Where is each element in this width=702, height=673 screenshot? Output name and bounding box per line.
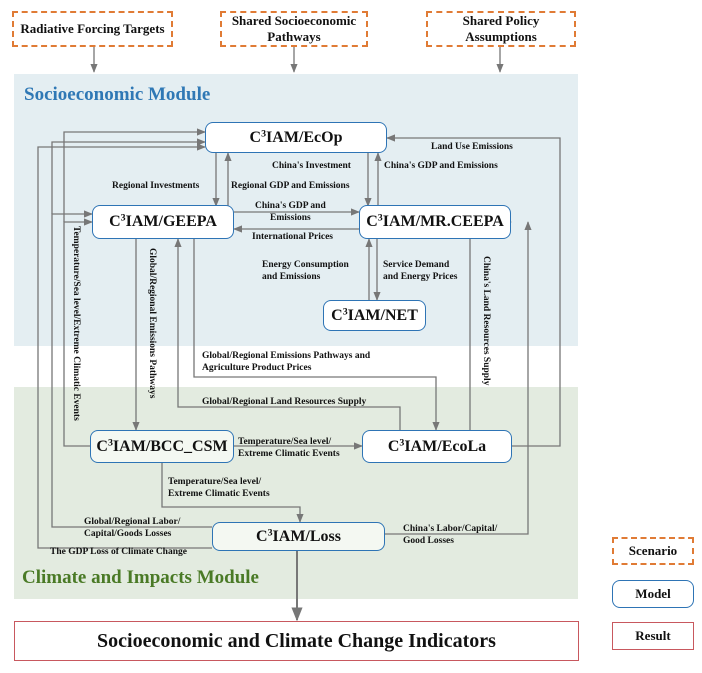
ecop-name: IAM/EcOp: [266, 128, 343, 146]
label-labor-line1: Global/Regional Labor/: [84, 517, 181, 527]
label-service-demand: Service Demand and Energy Prices: [383, 259, 457, 283]
geepa-sup: 3: [120, 212, 126, 224]
label-emissions-agri-line2: Agriculture Product Prices: [202, 363, 312, 373]
socioeconomic-module-title: Socioeconomic Module: [24, 84, 211, 105]
label-energy-consumption: Energy Consumption and Emissions: [262, 259, 349, 283]
policy-label-line1: Shared Policy: [462, 13, 540, 28]
ecola-sup: 3: [399, 437, 405, 449]
arrow-gdp-loss: [37, 143, 212, 549]
radiative-forcing-label: Radiative Forcing Targets: [20, 21, 165, 36]
arrow-land-supply: [174, 238, 401, 430]
arrow-labor-losses-ecop: [51, 138, 206, 214]
label-labor-losses: Global/Regional Labor/ Capital/Goods Los…: [84, 516, 180, 540]
label-china-labor-line2: Good Losses: [403, 536, 454, 546]
result-label: Socioeconomic and Climate Change Indicat…: [97, 629, 496, 652]
radiative-forcing-targets-box: Radiative Forcing Targets: [12, 11, 173, 47]
label-temp-bcc-ecola-line2: Extreme Climatic Events: [238, 449, 340, 459]
label-emissions-vertical: Global/Regional Emissions Pathways: [147, 248, 157, 399]
label-temp-bcc-ecola-line1: Temperature/Sea level/: [238, 437, 332, 447]
indicators-result-box: Socioeconomic and Climate Change Indicat…: [14, 621, 579, 661]
label-emissions-agri-line1: Global/Regional Emissions Pathways and: [202, 351, 371, 361]
mrceepa-sup: 3: [377, 212, 383, 224]
arrow-land-use-emissions: [386, 134, 561, 447]
label-china-gdp-line1: China's GDP and: [255, 201, 326, 211]
ecola-prefix: C: [387, 437, 400, 455]
ecola-model-box: C3IAM/EcoLa: [362, 430, 512, 463]
label-china-investment: China's Investment: [272, 161, 351, 171]
arrow-temp-feedback-ecop: [63, 128, 206, 222]
net-model-box: C3IAM/NET: [323, 300, 426, 331]
label-china-labor: China's Labor/Capital/ Good Losses: [403, 523, 497, 547]
arrow-china-labor: [385, 221, 532, 535]
label-temp-vertical: Temperature/Sea level/Extreme Climatic E…: [71, 226, 81, 421]
mrceepa-name: IAM/MR.CEEPA: [382, 213, 504, 230]
label-labor-line2: Capital/Goods Losses: [84, 529, 172, 539]
loss-model-box: C3IAM/Loss: [212, 522, 385, 551]
label-energy-line2: and Emissions: [262, 272, 321, 282]
legend-result-label: Result: [635, 628, 671, 643]
bcc-csm-model-box: C3IAM/BCC_CSM: [90, 430, 234, 463]
bcc-prefix: C: [96, 437, 108, 455]
label-service-line2: and Energy Prices: [383, 272, 458, 282]
loss-sup: 3: [267, 527, 273, 539]
label-emissions-agri: Global/Regional Emissions Pathways and A…: [202, 350, 370, 374]
ecop-prefix: C: [249, 128, 262, 146]
ssp-label-line2: Pathways: [267, 29, 321, 44]
net-sup: 3: [342, 306, 348, 318]
arrow-labor-losses: [51, 210, 212, 528]
legend-result: Result: [612, 622, 694, 650]
policy-label-line2: Assumptions: [465, 29, 537, 44]
legend-model-label: Model: [635, 586, 671, 601]
net-name: IAM/NET: [347, 306, 418, 324]
label-temp-bcc-loss: Temperature/Sea level/ Extreme Climatic …: [168, 476, 270, 500]
legend-scenario-label: Scenario: [628, 543, 678, 558]
label-land-supply: Global/Regional Land Resources Supply: [202, 397, 367, 407]
ecop-sup: 3: [261, 128, 267, 140]
label-china-gdp-emissions-2: China's GDP and Emissions: [255, 200, 326, 224]
label-energy-line1: Energy Consumption: [262, 260, 349, 270]
label-land-use-emissions: Land Use Emissions: [431, 142, 513, 152]
label-temp-bcc-loss-line1: Temperature/Sea level/: [168, 477, 262, 487]
arrow-temp-bcc-loss: [161, 463, 304, 523]
geepa-prefix: C: [109, 213, 121, 230]
label-china-gdp-emissions: China's GDP and Emissions: [384, 161, 498, 171]
legend-scenario: Scenario: [612, 537, 694, 565]
geepa-name: IAM/GEEPA: [125, 213, 217, 230]
label-service-line1: Service Demand: [383, 260, 450, 270]
ecop-model-box: C3IAM/EcOp: [205, 122, 387, 153]
label-temp-bcc-loss-line2: Extreme Climatic Events: [168, 489, 270, 499]
legend-model: Model: [612, 580, 694, 608]
label-international-prices: International Prices: [252, 232, 334, 242]
mrceepa-prefix: C: [366, 213, 378, 230]
label-temp-bcc-ecola: Temperature/Sea level/ Extreme Climatic …: [238, 436, 340, 460]
climate-module-title: Climate and Impacts Module: [22, 567, 259, 588]
loss-prefix: C: [256, 527, 268, 545]
label-china-labor-line1: China's Labor/Capital/: [403, 524, 498, 534]
ecola-name: IAM/EcoLa: [404, 437, 487, 455]
bcc-name: IAM/BCC_CSM: [112, 437, 228, 455]
label-china-gdp-line2: Emissions: [270, 213, 311, 223]
arrow-emissions-agri: [193, 239, 440, 431]
arrow-temp-feedback-geepa: [63, 218, 93, 447]
bcc-sup: 3: [107, 437, 113, 449]
net-prefix: C: [331, 306, 343, 324]
label-china-land-vertical: China's Land Resources Supply: [481, 256, 491, 386]
loss-name: IAM/Loss: [272, 527, 341, 545]
ssp-label-line1: Shared Socioeconomic: [231, 13, 357, 28]
label-gdp-loss: The GDP Loss of Climate Change: [50, 547, 187, 557]
label-regional-investments: Regional Investments: [112, 181, 200, 191]
label-regional-gdp-emissions: Regional GDP and Emissions: [231, 181, 350, 191]
geepa-model-box: C3IAM/GEEPA: [92, 205, 234, 239]
mrceepa-model-box: C3IAM/MR.CEEPA: [359, 205, 511, 239]
